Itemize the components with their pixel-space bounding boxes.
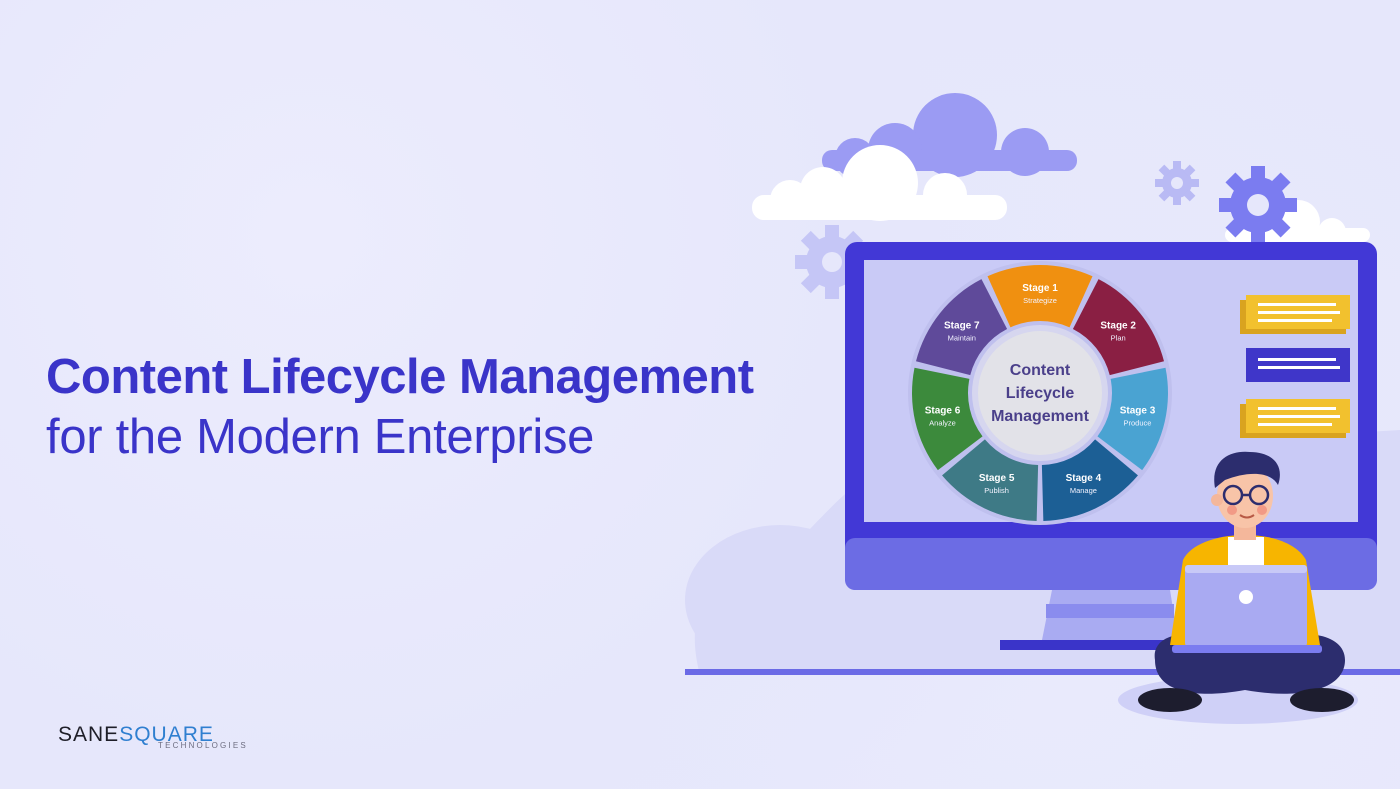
note-card [1246, 348, 1350, 382]
wheel-center [978, 331, 1102, 455]
apple-logo-icon [1239, 590, 1253, 604]
monitor-base [1000, 640, 1215, 650]
person-with-laptop-illustration [1118, 451, 1358, 724]
page-title: Content Lifecycle Management for the Mod… [46, 348, 754, 468]
logo-word-sane: SANE [58, 723, 120, 746]
logo-wordmark: SANESQUARE [58, 724, 214, 746]
wheel-stage-name: Plan [1111, 334, 1126, 343]
wheel-segment-stage-7 [915, 279, 1008, 376]
wheel-stage-label: Stage 5 [979, 473, 1015, 484]
wheel-stage-label: Stage 7 [944, 321, 980, 332]
wheel-center-line-2: Lifecycle [1006, 385, 1075, 402]
wheel-segment-stage-6 [912, 367, 983, 471]
wheel-stage-label: Stage 2 [1100, 321, 1136, 332]
wheel-stage-label: Stage 6 [925, 405, 961, 416]
person-shoe-right [1290, 688, 1354, 712]
floor-line [685, 669, 1400, 675]
company-logo: SANESQUARE TECHNOLOGIES [58, 724, 246, 751]
wheel-segment-stage-4 [1041, 439, 1138, 521]
wheel-segment-stage-2 [1072, 279, 1165, 376]
wheel-segment-stage-1 [987, 264, 1093, 328]
glasses-icon [1222, 484, 1270, 506]
wheel-stage-label: Stage 3 [1120, 405, 1156, 416]
wheel-stage-label: Stage 4 [1066, 473, 1102, 484]
wheel-center-line-1: Content [1010, 362, 1071, 379]
wheel-stage-name: Strategize [1023, 296, 1057, 305]
gear-icon [1155, 161, 1199, 205]
wheel-stage-name: Analyze [929, 418, 956, 427]
laptop-base [1172, 645, 1322, 653]
logo-tagline: TECHNOLOGIES [158, 741, 248, 750]
background-blob-left [685, 525, 875, 675]
cloud-icon [752, 145, 1007, 221]
laptop-lid-top [1185, 565, 1307, 573]
monitor-stand-step [1046, 604, 1174, 618]
person-hair [1214, 451, 1280, 488]
wheel-stage-label: Stage 1 [1022, 283, 1058, 294]
person-cheek [1257, 505, 1267, 515]
laptop-screen [1185, 565, 1307, 647]
wheel-center-line-3: Management [991, 408, 1089, 425]
wheel-stage-name: Produce [1124, 418, 1152, 427]
person-shoe-left [1138, 688, 1202, 712]
wheel-segment-stage-5 [942, 439, 1039, 521]
gear-icon [1219, 166, 1297, 244]
note-card [1240, 399, 1350, 438]
person-ear [1211, 494, 1223, 506]
wheel-stage-name: Maintain [948, 334, 976, 343]
wheel-segment-stage-3 [1097, 367, 1168, 471]
person-cheek [1227, 505, 1237, 515]
wheel-stage-name: Publish [984, 486, 1009, 495]
logo-word-square: SQUARE [119, 723, 214, 746]
title-line-2: for the Modern Enterprise [46, 410, 595, 464]
note-card [1240, 295, 1350, 334]
person-mouth [1239, 514, 1255, 519]
title-line-1: Content Lifecycle Management [46, 350, 754, 404]
wheel-stage-name: Manage [1070, 486, 1097, 495]
